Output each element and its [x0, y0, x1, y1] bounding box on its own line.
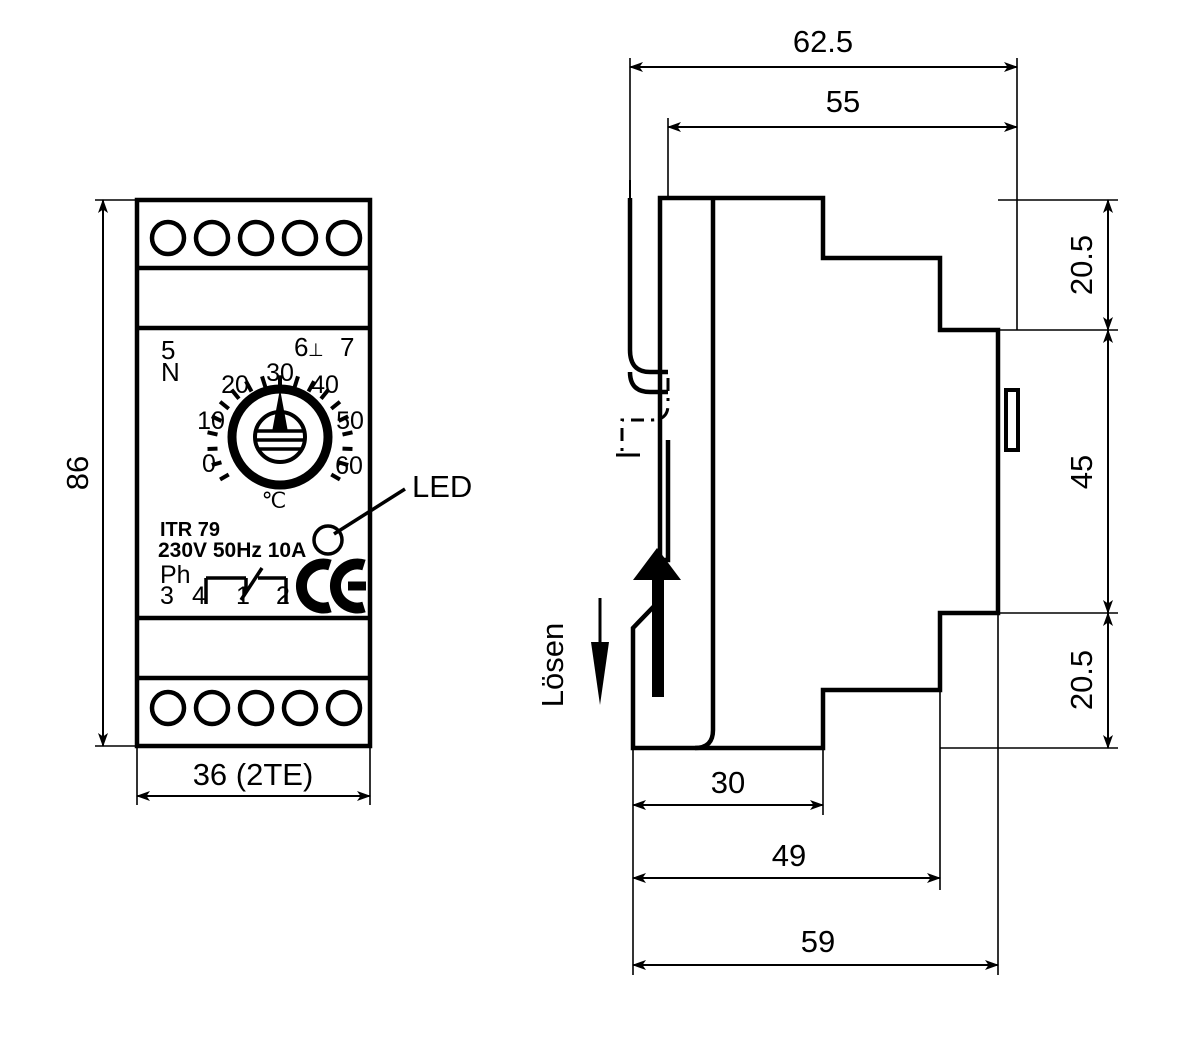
- dimension-width-36: 36 (2TE): [136, 746, 371, 805]
- rating-label: 230V 50Hz 10A: [158, 539, 306, 562]
- led-indicator: [312, 524, 344, 556]
- dial-tick: [244, 380, 254, 393]
- dimension-mid-49: 49: [632, 613, 941, 890]
- terminal-hole: [149, 689, 187, 727]
- dimension-value-59: 59: [801, 924, 835, 959]
- dial-scale-0: 0: [202, 450, 216, 478]
- terminal-hole: [281, 689, 319, 727]
- contact-label-4: 4: [192, 582, 206, 610]
- dial-tick: [210, 414, 223, 423]
- dimension-value-55: 55: [826, 84, 860, 119]
- dial-scale-50: 50: [336, 407, 364, 435]
- dimension-top-step-20-5: 20.5: [998, 199, 1118, 331]
- terminal-hole: [193, 689, 231, 727]
- terminal-label-N: N: [161, 357, 180, 387]
- dial-tick: [330, 472, 341, 482]
- dial-tick: [330, 400, 342, 411]
- dial-ticks: [207, 375, 353, 482]
- top-terminal-row: [149, 219, 363, 257]
- dimension-value-62-5: 62.5: [793, 24, 853, 59]
- terminal-hole: [149, 219, 187, 257]
- terminal-hole: [193, 219, 231, 257]
- dimension-value-bottom-20-5: 20.5: [1064, 650, 1099, 710]
- dial-tick: [260, 375, 268, 389]
- dimension-middle-45: 45: [998, 329, 1118, 614]
- dimension-depth-55: 55: [667, 84, 1018, 196]
- front-body-outline: [134, 197, 373, 749]
- dial-tick: [319, 388, 330, 400]
- dimension-value-49: 49: [772, 838, 806, 873]
- terminal-hole: [237, 689, 275, 727]
- dial-tick: [207, 430, 218, 437]
- dimension-clip-30: 30: [632, 690, 824, 815]
- led-leader-line: [333, 487, 406, 536]
- dimension-depth-62-5: 62.5: [629, 24, 1018, 330]
- dial-scale-60: 60: [335, 452, 363, 480]
- terminal-hole: [325, 689, 363, 727]
- release-down-arrow-icon: [591, 598, 609, 705]
- clip-spring-detail: [620, 378, 670, 455]
- contact-label-1: 1: [236, 582, 250, 610]
- contact-schematic: 3 4 1 2: [160, 567, 290, 610]
- earth-symbol-icon: ⊥: [308, 340, 324, 360]
- schematic-switch-lever: [239, 567, 264, 601]
- phase-label: Ph: [160, 561, 191, 589]
- dial-scale-10: 10: [197, 407, 225, 435]
- contact-label-3: 3: [160, 582, 174, 610]
- dial-tick: [306, 380, 316, 393]
- contact-label-2: 2: [276, 582, 290, 610]
- dimension-height-86: 86: [60, 199, 137, 747]
- terminal-hole: [325, 219, 363, 257]
- terminal-label-7: 7: [340, 332, 354, 362]
- dial-tick: [292, 375, 300, 389]
- model-label: ITR 79: [160, 519, 220, 541]
- dimension-bottom-step-20-5: 20.5: [940, 612, 1118, 749]
- terminal-hole: [237, 219, 275, 257]
- side-right-tab: [1004, 388, 1020, 452]
- side-view: Lösen 62.5 55 20.5: [535, 24, 1118, 975]
- temperature-dial[interactable]: 0 10 20 30 40 50 60 ℃: [197, 359, 364, 513]
- dial-tick: [338, 460, 349, 467]
- dial-tick: [218, 400, 230, 411]
- dial-tick: [230, 388, 241, 400]
- terminal-hole: [281, 219, 319, 257]
- terminal-label-5: 5: [161, 335, 175, 365]
- dimension-value-45: 45: [1064, 455, 1099, 489]
- dial-scale-40: 40: [311, 371, 339, 399]
- clip-upper-outline: [627, 198, 668, 375]
- led-label: LED: [412, 469, 472, 504]
- dimension-value-top-20-5: 20.5: [1064, 235, 1099, 295]
- dimension-base-59: 59: [632, 613, 999, 975]
- dial-tick: [219, 472, 230, 482]
- terminal-label-6: 6: [294, 332, 308, 362]
- dial-pointer: [272, 389, 288, 432]
- dial-scale-20: 20: [221, 371, 249, 399]
- side-front-face-fillet: [694, 729, 716, 751]
- dial-scale-30: 30: [266, 359, 294, 387]
- ce-mark-icon: [295, 558, 366, 614]
- release-direction-label: Lösen: [535, 623, 570, 707]
- latch-up-arrow-icon: [633, 548, 681, 697]
- side-body-outline: [630, 195, 1001, 751]
- clip-lower-outline: [627, 371, 668, 395]
- bottom-terminal-row: [149, 689, 363, 727]
- dimension-value-30: 30: [711, 765, 745, 800]
- front-view: 5 N 6 ⊥ 7: [60, 197, 472, 805]
- dial-tick: [337, 414, 350, 423]
- dimension-value-86: 86: [60, 456, 95, 490]
- dial-unit-label: ℃: [262, 488, 287, 513]
- dimension-value-36: 36 (2TE): [193, 757, 314, 792]
- dial-tick: [342, 430, 353, 437]
- dial-tick: [211, 460, 222, 467]
